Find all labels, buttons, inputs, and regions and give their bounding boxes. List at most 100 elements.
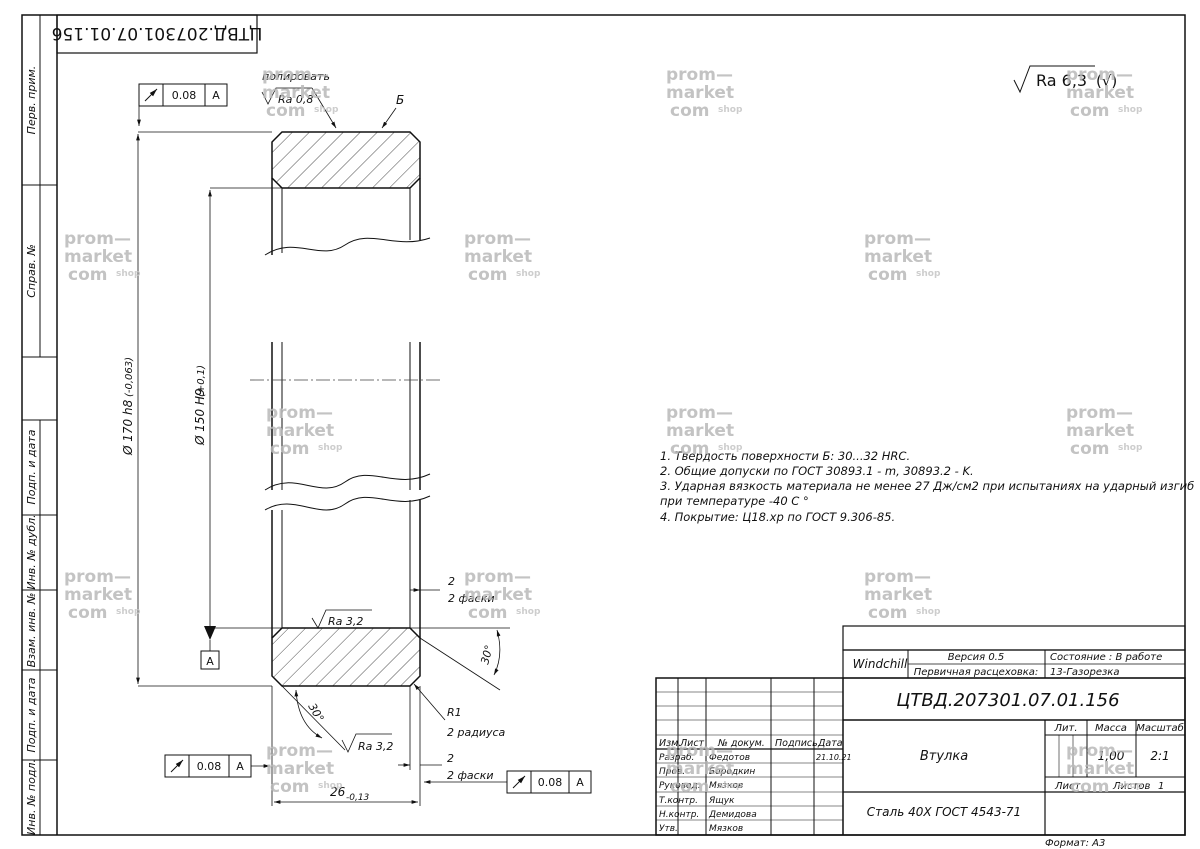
svg-text:market: market (64, 247, 132, 267)
svg-text:prom—: prom— (1066, 403, 1133, 423)
note-3: 3. Ударная вязкость материала не менее 2… (660, 479, 1194, 493)
svg-text:prom—: prom— (666, 403, 733, 423)
system-name: Windchill (853, 657, 908, 671)
svg-text:com: com (670, 777, 709, 797)
chamfer-top-num: 2 (448, 575, 455, 588)
role: Разраб. (659, 753, 694, 763)
surface-b: Б (396, 93, 404, 107)
mass-label: Масса (1095, 723, 1127, 734)
side-label: Инв. № подл. (25, 759, 38, 835)
svg-text:shop: shop (116, 269, 141, 279)
side-label: Подп. и дата (25, 677, 38, 752)
svg-text:market: market (1066, 83, 1134, 103)
svg-text:prom—: prom— (64, 567, 131, 587)
primary-spec-label: Первичная расцеховка: (914, 667, 1039, 678)
chamfer-top-text: 2 фаски (448, 592, 494, 605)
role-name: Мязков (709, 781, 743, 791)
svg-text:market: market (864, 585, 932, 605)
svg-text:prom—: prom— (864, 567, 931, 587)
svg-text:shop: shop (116, 607, 141, 617)
dim-dia-170: Ø 170 h8 (121, 399, 135, 456)
svg-text:com: com (468, 603, 507, 623)
svg-text:shop: shop (516, 607, 541, 617)
col-doc: № докум. (717, 738, 765, 749)
side-label: Перв. прим. (25, 66, 38, 135)
dim-dia-150: Ø 150 H9 (193, 388, 207, 446)
svg-text:prom—: prom— (464, 567, 531, 587)
gdt-frame-top: 0.08 A (137, 83, 228, 126)
svg-text:prom—: prom— (266, 741, 333, 761)
svg-text:market: market (666, 421, 734, 441)
gdt-br-value: 0.08 (538, 776, 563, 789)
roughness-general-bracket: (√) (1096, 72, 1117, 90)
version: Версия 0.5 (948, 652, 1004, 663)
svg-text:com: com (266, 101, 305, 121)
svg-text:market: market (64, 585, 132, 605)
role: Т.контр. (659, 796, 698, 806)
gdt-frame-bottom-right: 0.08 A (424, 770, 592, 794)
angle-left: 30° (305, 701, 326, 724)
radius-text: 2 радиуса (447, 726, 506, 739)
primary-spec-value: 13-Газорезка (1050, 667, 1119, 678)
svg-text:market: market (1066, 421, 1134, 441)
svg-text:market: market (464, 585, 532, 605)
role: Пров. (659, 767, 685, 777)
ra-32-b: Ra 3,2 (358, 740, 393, 753)
scale-value: 2:1 (1150, 749, 1169, 763)
chamfer-bot-text: 2 фаски (447, 769, 493, 782)
svg-text:com: com (1070, 777, 1109, 797)
scale-label: Масштаб (1136, 722, 1184, 734)
svg-text:shop: shop (718, 443, 743, 453)
note-2: 2. Общие допуски по ГОСТ 30893.1 - m, 30… (660, 464, 974, 478)
role-date: 21.10.21 (816, 753, 852, 762)
part-drawing: Ø 170 h8 (-0,063) Ø 150 H9 (+0,1) A 0.08… (121, 70, 592, 806)
svg-text:market: market (266, 421, 334, 441)
ra-08: Ra 0,8 (278, 93, 313, 106)
svg-text:shop: shop (718, 105, 743, 115)
gdt-br-datum: A (576, 776, 584, 789)
svg-text:shop: shop (516, 269, 541, 279)
svg-text:com: com (868, 265, 907, 285)
note-1: 1. Твердость поверхности Б: 30...32 HRC. (660, 449, 910, 463)
section-top (271, 131, 421, 189)
technical-notes: 1. Твердость поверхности Б: 30...32 HRC.… (660, 449, 1194, 524)
gdt-frame-bottom-left: 0.08 A (164, 754, 270, 778)
sheets-label: Листов (1112, 781, 1150, 792)
role-name: Мязков (709, 824, 743, 834)
sheet-label: Лист (1054, 781, 1082, 792)
part-name: Втулка (920, 749, 968, 764)
state: Состояние : В работе (1050, 651, 1162, 663)
svg-text:market: market (666, 83, 734, 103)
svg-text:com: com (68, 603, 107, 623)
svg-text:market: market (666, 759, 734, 779)
col-izm: Изм. (659, 738, 681, 749)
svg-text:shop: shop (314, 105, 339, 115)
role-name: Демидова (708, 810, 757, 820)
role-name: Федотов (709, 753, 750, 763)
width-dim: 26 (330, 785, 346, 799)
role: Руковод. (659, 781, 701, 791)
svg-text:shop: shop (318, 443, 343, 453)
svg-text:shop: shop (916, 607, 941, 617)
svg-text:market: market (262, 83, 330, 103)
svg-text:prom—: prom— (64, 229, 131, 249)
title-block: Windchill Версия 0.5 Состояние : В работ… (655, 625, 1186, 849)
mirrored-stamp: ЦТВД.207301.07.01.156 (52, 23, 263, 43)
gdt-top-value: 0.08 (172, 89, 197, 102)
role: Н.контр. (659, 810, 699, 820)
side-label: Взам. инв. № (25, 593, 38, 668)
col-list: Лист (679, 738, 705, 749)
format: Формат: А3 (1045, 838, 1105, 849)
note-3b: при температуре -40 С ° (660, 494, 809, 508)
gdt-top-datum: A (212, 89, 220, 102)
svg-text:market: market (1066, 759, 1134, 779)
